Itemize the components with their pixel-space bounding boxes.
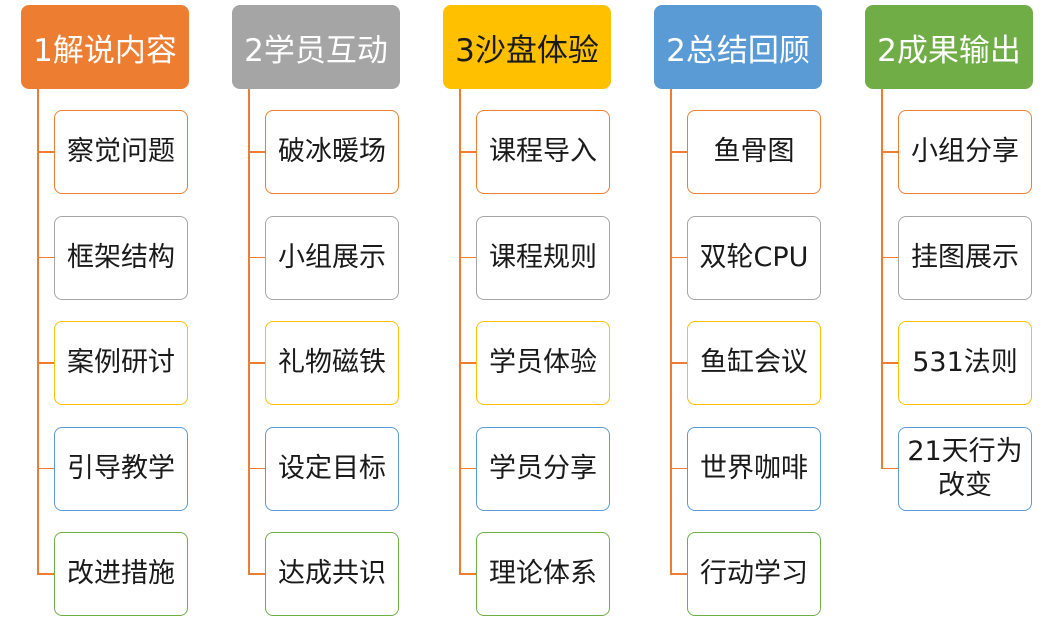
node-item: 531法则 [898,321,1032,405]
node-item: 世界咖啡 [687,426,821,511]
node-item: 行动学习 [687,532,821,616]
column-header: 2成果输出 [865,5,1033,89]
column-explain: 1解说内容 察觉问题框架结构案例研讨引导教学改进措施 [21,0,221,629]
connector-branch [248,467,266,470]
connector-branch [248,362,266,364]
column-review: 2总结回顾 鱼骨图双轮CPU 鱼缸会议世界咖啡行动学习 [654,0,854,629]
node-item: 学员分享 [476,426,610,511]
connector-branch [881,151,899,153]
node-item: 破冰暖场 [265,110,399,194]
connector-trunk [459,89,461,574]
connector-branch [459,467,477,470]
connector-branch [881,362,899,364]
node-item: 改进措施 [54,532,188,616]
node-item: 小组分享 [898,110,1032,194]
connector-branch [459,256,477,259]
connector-branch [459,362,477,364]
connector-branch [37,151,55,153]
node-item: 21天行为改变 [898,426,1032,511]
column-output: 2成果输出 小组分享挂图展示 531法则 21天行为改变 [865,0,1060,629]
connector-trunk [670,89,672,574]
node-item: 设定目标 [265,426,399,511]
connector-trunk [37,89,39,574]
connector-branch [881,256,899,259]
node-item: 鱼骨图 [687,110,821,194]
node-item: 案例研讨 [54,321,188,405]
column-header: 2总结回顾 [654,5,822,89]
connector-branch [670,467,688,470]
node-item: 课程规则 [476,215,610,300]
connector-branch [881,467,899,470]
node-item: 鱼缸会议 [687,321,821,405]
column-header: 3沙盘体验 [443,5,611,89]
connector-branch [670,256,688,259]
node-item: 小组展示 [265,215,399,300]
connector-branch [37,467,55,470]
connector-branch [37,573,55,575]
node-item: 引导教学 [54,426,188,511]
connector-branch [459,151,477,153]
node-item: 察觉问题 [54,110,188,194]
connector-branch [670,573,688,575]
connector-branch [37,362,55,364]
column-header: 1解说内容 [21,5,189,89]
connector-branch [248,151,266,153]
connector-branch [248,573,266,575]
node-item: 礼物磁铁 [265,321,399,405]
connector-branch [459,573,477,575]
connector-branch [670,151,688,153]
node-item: 框架结构 [54,215,188,300]
column-sandbox: 3沙盘体验 课程导入课程规则学员体验学员分享理论体系 [443,0,643,629]
node-item: 达成共识 [265,532,399,616]
connector-branch [37,256,55,259]
column-interaction: 2学员互动 破冰暖场小组展示礼物磁铁设定目标达成共识 [232,0,432,629]
node-item: 学员体验 [476,321,610,405]
connector-trunk [881,89,883,469]
node-item: 理论体系 [476,532,610,616]
node-item: 挂图展示 [898,215,1032,300]
column-header: 2学员互动 [232,5,400,89]
node-item: 双轮CPU [687,215,821,300]
node-item: 课程导入 [476,110,610,194]
connector-branch [670,362,688,364]
connector-branch [248,256,266,259]
connector-trunk [248,89,250,574]
